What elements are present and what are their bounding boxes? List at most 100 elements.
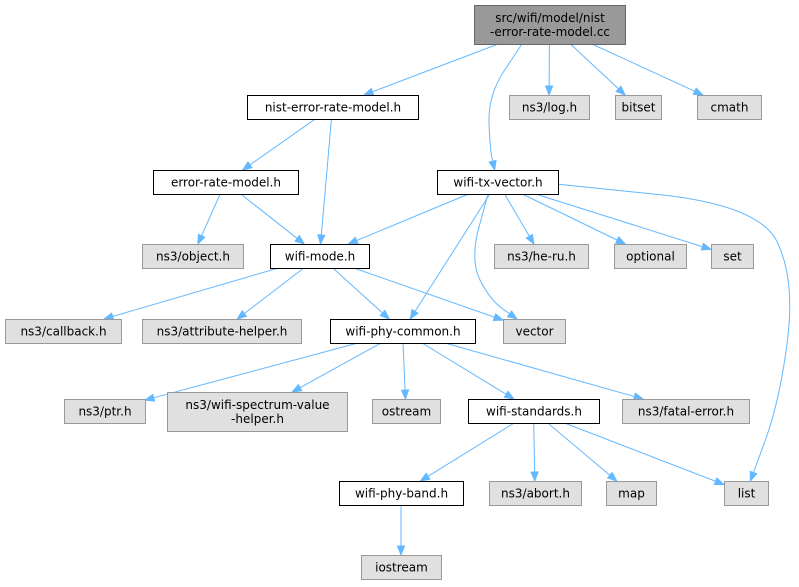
node-cmath-label: cmath — [711, 101, 749, 115]
edge-root-to-nist-h-arrowhead — [362, 87, 375, 96]
edge-wifi-tx-vector-h-to-wifi-phy-common-h — [414, 193, 491, 313]
node-wifi-phy-common-h-box[interactable] — [330, 319, 476, 344]
node-nist-h[interactable]: nist-error-rate-model.h — [247, 95, 419, 120]
edge-wifi-phy-common-h-to-fatal-error-h — [444, 342, 636, 398]
edge-root-to-log-h-arrowhead — [544, 85, 554, 97]
node-bitset-label: bitset — [622, 101, 656, 115]
node-abort-h-label: ns3/abort.h — [501, 487, 570, 501]
edge-nist-h-to-wifi-mode-h-arrowhead — [317, 234, 326, 246]
node-callback-h[interactable]: ns3/callback.h — [5, 319, 122, 344]
edge-wifi-phy-common-h-to-fatal-error-h-arrowhead — [632, 392, 645, 401]
edge-error-rate-model-h-to-wifi-mode-h-arrowhead — [294, 234, 306, 245]
node-nist-h-label: nist-error-rate-model.h — [265, 101, 401, 115]
edge-error-rate-model-h-to-object-h-arrowhead — [197, 233, 206, 246]
edge-root-to-cmath — [591, 43, 696, 93]
edge-wifi-mode-h-to-vector-arrowhead — [492, 313, 505, 322]
node-ostream-label: ostream — [382, 405, 431, 419]
node-object-h-box[interactable] — [142, 244, 244, 269]
node-abort-h[interactable]: ns3/abort.h — [489, 481, 582, 506]
node-bitset-box[interactable] — [615, 95, 662, 120]
edge-wifi-tx-vector-h-to-set — [535, 193, 704, 248]
node-error-rate-model-h[interactable]: error-rate-model.h — [153, 170, 299, 195]
node-list[interactable]: list — [724, 481, 769, 506]
node-wifi-standards-h-box[interactable] — [468, 399, 600, 424]
edge-wifi-mode-h-to-wifi-phy-common-h — [332, 267, 384, 315]
node-set-label: set — [723, 250, 742, 264]
edge-root-to-wifi-tx-vector-h — [488, 43, 523, 171]
node-iostream[interactable]: iostream — [361, 555, 442, 580]
edge-error-rate-model-h-to-wifi-mode-h — [240, 193, 299, 240]
node-map[interactable]: map — [606, 481, 657, 506]
node-root[interactable]: src/wifi/model/nist-error-rate-model.cc — [474, 5, 626, 45]
edge-wifi-tx-vector-h-to-he-ru-h-arrowhead — [525, 233, 535, 246]
node-ostream[interactable]: ostream — [372, 399, 441, 424]
node-vector-box[interactable] — [503, 319, 566, 344]
node-iostream-box[interactable] — [361, 555, 442, 580]
node-he-ru-h[interactable]: ns3/he-ru.h — [494, 244, 589, 269]
node-optional[interactable]: optional — [614, 244, 687, 269]
edge-wifi-standards-h-to-wifi-phy-band-h — [426, 422, 515, 478]
node-object-h[interactable]: ns3/object.h — [142, 244, 244, 269]
node-fatal-error-h-box[interactable] — [622, 399, 750, 424]
node-wifi-tx-vector-h[interactable]: wifi-tx-vector.h — [437, 170, 559, 195]
edge-wifi-standards-h-to-wifi-phy-band-h-arrowhead — [419, 472, 431, 482]
node-error-rate-model-h-box[interactable] — [153, 170, 299, 195]
node-cmath-box[interactable] — [697, 95, 762, 120]
node-attribute-helper-h-label: ns3/attribute-helper.h — [157, 325, 288, 339]
node-log-h[interactable]: ns3/log.h — [509, 95, 590, 120]
node-callback-h-box[interactable] — [5, 319, 122, 344]
edge-wifi-tx-vector-h-to-list — [555, 183, 791, 482]
node-object-h-label: ns3/object.h — [156, 250, 230, 264]
edge-wifi-phy-common-h-to-wifi-spectrum-value-helper-h — [299, 342, 382, 389]
node-wifi-mode-h-box[interactable] — [270, 244, 370, 269]
node-set[interactable]: set — [711, 244, 754, 269]
node-vector[interactable]: vector — [503, 319, 566, 344]
node-list-box[interactable] — [724, 481, 769, 506]
edge-nist-h-to-error-rate-model-h-arrowhead — [241, 161, 253, 171]
edge-root-to-nist-h — [371, 43, 499, 93]
node-attribute-helper-h-box[interactable] — [142, 319, 302, 344]
edge-root-to-wifi-tx-vector-h-arrowhead — [488, 159, 497, 172]
node-wifi-standards-h[interactable]: wifi-standards.h — [468, 399, 600, 424]
node-ostream-box[interactable] — [372, 399, 441, 424]
node-cmath[interactable]: cmath — [697, 95, 762, 120]
node-optional-box[interactable] — [614, 244, 687, 269]
node-wifi-mode-h[interactable]: wifi-mode.h — [270, 244, 370, 269]
edge-wifi-mode-h-to-callback-h — [111, 267, 279, 318]
node-wifi-phy-band-h[interactable]: wifi-phy-band.h — [339, 481, 464, 506]
edge-wifi-mode-h-to-attribute-helper-h-arrowhead — [236, 309, 248, 320]
node-root-box[interactable] — [474, 5, 626, 45]
node-log-h-box[interactable] — [509, 95, 590, 120]
edge-root-to-cmath-arrowhead — [692, 87, 705, 96]
node-wifi-phy-common-h-label: wifi-phy-common.h — [345, 325, 460, 339]
node-wifi-tx-vector-h-box[interactable] — [437, 170, 559, 195]
edge-error-rate-model-h-to-object-h — [200, 193, 221, 237]
node-wifi-phy-common-h[interactable]: wifi-phy-common.h — [330, 319, 476, 344]
node-wifi-spectrum-value-helper-h-label-2: -helper.h — [231, 412, 284, 426]
node-fatal-error-h[interactable]: ns3/fatal-error.h — [622, 399, 750, 424]
edge-wifi-phy-common-h-to-wifi-spectrum-value-helper-h-arrowhead — [291, 383, 303, 393]
node-set-box[interactable] — [711, 244, 754, 269]
node-ptr-h-box[interactable] — [64, 399, 146, 424]
node-wifi-spectrum-value-helper-h-box[interactable] — [167, 392, 348, 432]
node-abort-h-box[interactable] — [489, 481, 582, 506]
node-he-ru-h-box[interactable] — [494, 244, 589, 269]
node-ptr-h[interactable]: ns3/ptr.h — [64, 399, 146, 424]
edge-wifi-tx-vector-h-to-optional — [522, 193, 619, 241]
node-wifi-phy-band-h-box[interactable] — [339, 481, 464, 506]
edge-wifi-standards-h-to-abort-h-arrowhead — [530, 471, 539, 483]
edge-wifi-tx-vector-h-to-vector — [474, 193, 518, 320]
node-map-box[interactable] — [606, 481, 657, 506]
node-bitset[interactable]: bitset — [615, 95, 662, 120]
node-wifi-spectrum-value-helper-h[interactable]: ns3/wifi-spectrum-value-helper.h — [167, 392, 348, 432]
edge-wifi-tx-vector-h-to-he-ru-h — [504, 193, 531, 238]
edge-wifi-standards-h-to-list-arrowhead — [713, 477, 726, 486]
edge-wifi-mode-h-to-wifi-phy-common-h-arrowhead — [379, 309, 391, 320]
edge-wifi-mode-h-to-vector — [353, 267, 496, 318]
edge-wifi-tx-vector-h-to-wifi-mode-h-arrowhead — [347, 236, 359, 245]
node-wifi-spectrum-value-helper-h-label-1: ns3/wifi-spectrum-value — [185, 398, 329, 412]
node-attribute-helper-h[interactable]: ns3/attribute-helper.h — [142, 319, 302, 344]
edge-wifi-phy-common-h-to-ptr-h — [152, 342, 358, 399]
edge-nist-h-to-wifi-mode-h — [320, 118, 332, 237]
node-nist-h-box[interactable] — [247, 95, 419, 120]
